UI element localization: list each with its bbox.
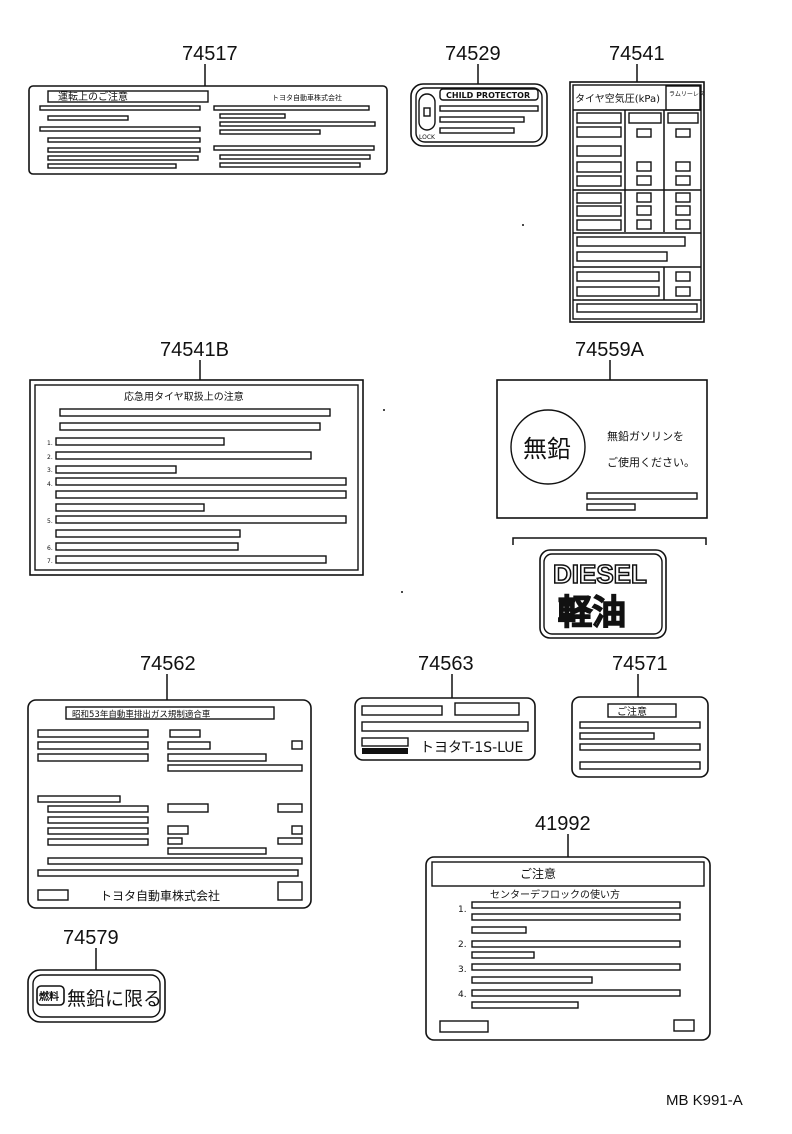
- instruction-line-2: ご使用ください。: [607, 455, 695, 469]
- svg-text:6.: 6.: [47, 545, 53, 552]
- fuel-tag: 燃料: [39, 990, 59, 1003]
- svg-text:4.: 4.: [47, 481, 53, 488]
- diesel-text: DIESEL: [553, 559, 647, 589]
- text-lines: [55, 408, 347, 564]
- table-cells: [573, 112, 701, 313]
- unleaded-only-text: 無鉛に限る: [67, 988, 162, 1010]
- label-heading: 昭和53年自動車排出ガス規制適合車: [72, 709, 211, 720]
- svg-text:1.: 1.: [458, 905, 467, 915]
- svg-text:7.: 7.: [47, 558, 53, 565]
- maker-text: トヨタ自動車株式会社: [272, 93, 342, 102]
- corner-text: ラムリーレス: [669, 91, 705, 98]
- text-lines: [37, 729, 303, 901]
- label-heading: CHILD PROTECTOR: [446, 91, 530, 100]
- part-number-41992: 41992: [535, 813, 591, 835]
- heading-box: [607, 703, 677, 718]
- heading-box: [65, 706, 275, 720]
- svg-text:3.: 3.: [458, 965, 467, 975]
- label-heading: 運転上のご注意: [58, 90, 128, 103]
- lock-text: LOCK: [419, 134, 436, 141]
- part-number-74563: 74563: [418, 653, 474, 675]
- heading-box: [47, 90, 209, 103]
- part-number-74541B: 74541B: [160, 339, 229, 361]
- part-74559A[interactable]: 74559A 無鉛 無鉛ガソリンを ご使用ください。 DIESEL 軽油: [496, 339, 708, 639]
- part-74562[interactable]: 74562 昭和53年自動車排出ガス規制適合車: [27, 653, 312, 909]
- text-lines: [361, 702, 529, 754]
- label-heading: ご注意: [520, 866, 556, 881]
- svg-text:2.: 2.: [47, 454, 53, 461]
- svg-text:5.: 5.: [47, 518, 53, 525]
- text-lines: [439, 901, 695, 1033]
- part-number-74517: 74517: [182, 43, 238, 65]
- diagram-code: MB K991-A: [666, 1092, 743, 1109]
- part-number-74529: 74529: [445, 43, 501, 65]
- part-74541[interactable]: 74541 タイヤ空気圧(kPa) ラムリーレス: [569, 43, 705, 323]
- label-heading: ご注意: [617, 705, 647, 718]
- svg-text:1.: 1.: [47, 440, 53, 447]
- part-number-74541: 74541: [609, 43, 665, 65]
- part-number-74562: 74562: [140, 653, 196, 675]
- part-74571[interactable]: 74571 ご注意: [571, 653, 709, 778]
- keiyu-text: 軽油: [558, 593, 626, 633]
- part-number-74559A: 74559A: [575, 339, 645, 361]
- code-text: トヨタT-1S-LUE: [420, 740, 523, 756]
- part-74579[interactable]: 74579 燃料 無鉛に限る: [27, 927, 166, 1023]
- label-subheading: センターデフロックの使い方: [490, 888, 620, 901]
- part-74563[interactable]: 74563 トヨタT-1S-LUE: [354, 653, 536, 761]
- bracket-line: [512, 537, 707, 545]
- diesel-label: DIESEL 軽油: [539, 549, 667, 639]
- label-heading: タイヤ空気圧(kPa): [575, 92, 660, 105]
- svg-text:3.: 3.: [47, 467, 53, 474]
- text-lines: [39, 105, 376, 169]
- part-number-74579: 74579: [63, 927, 119, 949]
- part-number-74571: 74571: [612, 653, 668, 675]
- list-numbers: 1. 2. 3. 4.: [458, 905, 467, 1000]
- svg-text:2.: 2.: [458, 940, 467, 950]
- text-lines: [439, 105, 539, 134]
- list-numbers: 1. 2. 3. 4. 5. 6. 7.: [47, 440, 53, 565]
- part-74517[interactable]: 74517 運転上のご注意 トヨタ自動車株式会社: [28, 43, 388, 175]
- text-lines: [579, 721, 701, 770]
- part-74541B[interactable]: 74541B 応急用タイヤ取扱上の注意 1. 2. 3. 4. 5. 6. 7.: [29, 339, 364, 576]
- unleaded-circle: [510, 409, 586, 485]
- part-41992[interactable]: 41992 ご注意 センターデフロックの使い方 1. 2. 3. 4.: [425, 813, 711, 1041]
- part-74529[interactable]: 74529 CHILD PROTECTOR LOCK: [410, 43, 548, 147]
- heading-box: [439, 88, 539, 101]
- maker-text: トヨタ自動車株式会社: [100, 888, 220, 903]
- instruction-line-1: 無鉛ガソリンを: [607, 429, 684, 443]
- svg-text:4.: 4.: [458, 990, 467, 1000]
- circle-text: 無鉛: [523, 435, 571, 463]
- label-heading: 応急用タイヤ取扱上の注意: [124, 390, 244, 403]
